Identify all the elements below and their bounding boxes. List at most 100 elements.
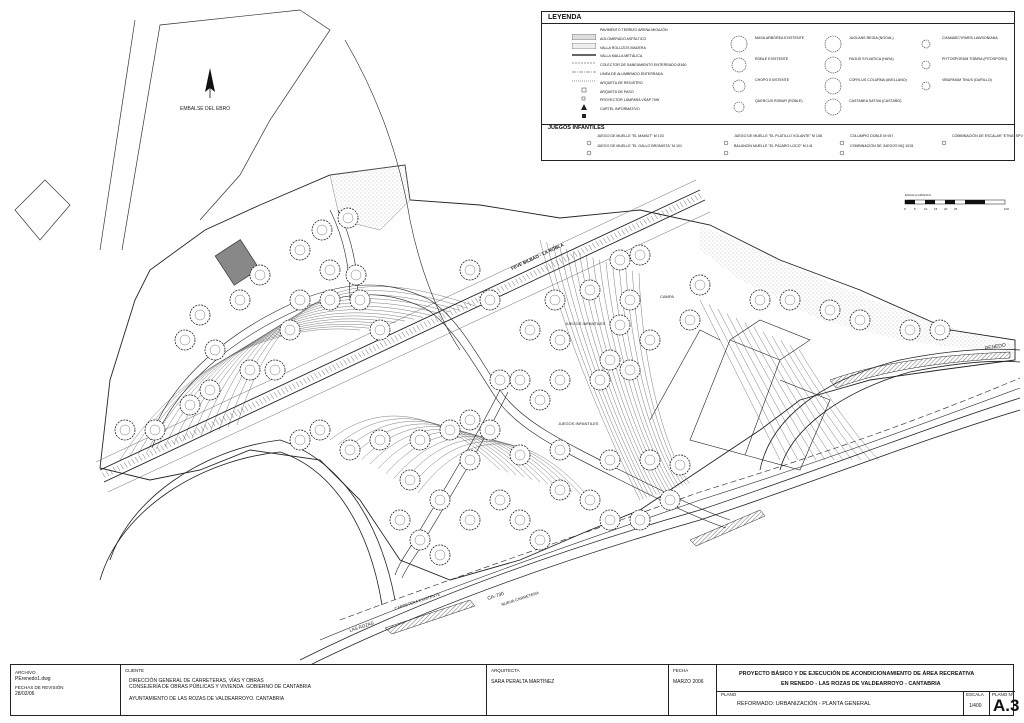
tree: [599, 449, 621, 471]
legend-col2-item-symbol: [727, 56, 751, 79]
tree: [619, 289, 641, 311]
tree-crown: [614, 319, 626, 331]
tree: [629, 244, 651, 266]
tb-cliente-cell: CLIENTE DIRECCIÓN GENERAL DE CARRETERAS,…: [121, 665, 487, 715]
tree: [589, 369, 611, 391]
tree: [489, 369, 511, 391]
proyecto-divider: [717, 691, 1015, 692]
tree: [319, 259, 341, 281]
tree: [429, 489, 451, 511]
scale-bar-title: ESCALA GRAFICA: [905, 193, 931, 197]
tree: [519, 319, 541, 341]
tree-crown: [934, 324, 946, 336]
tree-crown: [284, 324, 296, 336]
contour-line: [744, 322, 826, 461]
tree: [929, 319, 951, 341]
tree-crown: [204, 384, 216, 396]
tree: [369, 429, 391, 451]
legend-col2-item-symbol: [727, 35, 751, 58]
legend-col1-item: VALLA MALLA METÁLICA: [600, 54, 643, 59]
fecha-value: MARZO 2006: [673, 679, 704, 685]
building-albergue: [214, 239, 260, 286]
tree: [289, 239, 311, 261]
tree: [609, 314, 631, 336]
contour-line: [798, 349, 880, 461]
legend-col2-item: ROBLE EXISTENTE: [755, 57, 789, 61]
legend-col1-item: ARQUETA DE REGISTRO: [600, 80, 643, 85]
contour-line: [708, 304, 790, 461]
scale-tick-label: 15: [934, 207, 938, 211]
tree: [679, 309, 701, 331]
scale-tick-label: 20: [944, 207, 948, 211]
legend-col1-item: ARQUETA DE PASO: [600, 89, 634, 94]
contour-line: [632, 270, 687, 485]
renedo-label: RENEDO: [984, 342, 1006, 352]
tree-crown: [684, 314, 696, 326]
contour-line: [726, 313, 808, 461]
contour-line: [345, 421, 517, 475]
tree-crown: [179, 334, 191, 346]
legend-col2-item-symbol: [727, 98, 751, 121]
tree: [749, 289, 771, 311]
legend-col4-item: CHAMAECYPARIS LAWSONIANA: [942, 36, 998, 40]
tree: [599, 349, 621, 371]
scale-tick-label: 5: [914, 207, 916, 211]
tb-archivo-cell: ARCHIVO PErenedo1.dwg FECHAS DE REVISIÓN…: [11, 665, 121, 715]
tree: [479, 419, 501, 441]
archivo-label: ARCHIVO: [15, 670, 36, 675]
tree: [609, 249, 631, 271]
tree: [345, 264, 367, 286]
tb-fecha-cell: FECHA MARZO 2006: [669, 665, 717, 715]
tree: [369, 319, 391, 341]
tree-crown: [584, 284, 596, 296]
tree: [239, 359, 261, 381]
tree-crown: [149, 424, 161, 436]
tree-crown: [324, 264, 336, 276]
tree-crown: [444, 424, 456, 436]
tree: [489, 489, 511, 511]
juego-item-symbol: [822, 133, 846, 151]
juegos-label-1: JUEGOS INFANTILES: [565, 321, 606, 326]
tree-crown: [524, 324, 536, 336]
tree: [389, 509, 411, 531]
legend-col2-item: QUERCUS ROBUR (ROBLE): [755, 99, 803, 103]
legend-col4-item-symbol: [914, 35, 938, 58]
tree: [409, 429, 431, 451]
contour-line: [329, 415, 501, 471]
carretera-existente-label: CARRETERA EXISTENTE: [394, 591, 441, 611]
tree: [459, 449, 481, 471]
scale-tick-label: 10: [924, 207, 928, 211]
juego-item: JUEGO DE MUELLE "EL MAMUT" M 103: [597, 134, 664, 138]
tree-crown: [554, 484, 566, 496]
tree: [204, 339, 226, 361]
tree-crown: [674, 459, 686, 471]
contour-line: [393, 436, 565, 490]
contour-line: [612, 264, 677, 488]
juegos-label-2: JUEGOS INFANTILES: [558, 421, 599, 426]
tree-crown: [664, 494, 676, 506]
tree-crown: [354, 294, 366, 306]
legend-col1-item-symbol: [572, 45, 596, 63]
escala-label: ESCALA: [966, 692, 984, 697]
juego-item-symbol: [569, 143, 593, 161]
tree: [549, 479, 571, 501]
tree-crown: [494, 374, 506, 386]
tree-crown: [374, 434, 386, 446]
tree-crown: [634, 249, 646, 261]
tree-crown: [316, 224, 328, 236]
tree-crown: [549, 294, 561, 306]
legend-divider-juegos: [542, 124, 1014, 125]
escala-divider: [963, 691, 964, 715]
cliente-label: CLIENTE: [125, 668, 145, 673]
tree: [529, 389, 551, 411]
tree: [174, 329, 196, 351]
tree: [509, 509, 531, 531]
legend-col2-item: CHOPO EXISTENTE: [755, 78, 790, 82]
tree-crown: [554, 374, 566, 386]
tree: [399, 469, 421, 491]
juego-item: COMBINACIÓN DE JUEGOS MQ 1015: [850, 144, 914, 148]
tree-crown: [644, 454, 656, 466]
tree: [544, 289, 566, 311]
legend-title: LEYENDA: [548, 14, 582, 21]
